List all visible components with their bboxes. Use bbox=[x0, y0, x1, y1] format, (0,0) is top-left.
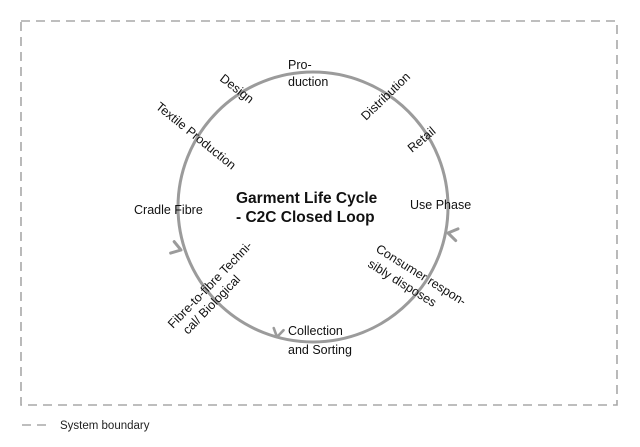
stage-production-line1: Pro- bbox=[288, 58, 312, 72]
stage-collection-line2: and Sorting bbox=[288, 343, 352, 357]
system-boundary bbox=[20, 20, 618, 406]
stage-distribution: Distribution bbox=[358, 70, 413, 124]
loop-arrow-bottom bbox=[272, 326, 285, 339]
legend-system-boundary-label: System boundary bbox=[60, 420, 150, 432]
life-cycle-loop bbox=[176, 70, 450, 344]
diagram-title-line2: - C2C Closed Loop bbox=[236, 209, 375, 226]
stage-use-phase: Use Phase bbox=[410, 198, 471, 212]
loop-arrow-left bbox=[169, 240, 183, 255]
stage-textile-production: Textile Production bbox=[153, 99, 239, 172]
stage-production-line2: duction bbox=[288, 75, 328, 89]
stage-cradle-fibre: Cradle Fibre bbox=[134, 203, 203, 217]
loop-arrow-right bbox=[446, 227, 460, 243]
stage-collection-line1: Collection bbox=[288, 324, 343, 338]
stage-fibre-to-fibre-line1: Fibre-to-fibre Techni- bbox=[165, 239, 255, 332]
diagram-title-line1: Garment Life Cycle bbox=[236, 190, 378, 207]
